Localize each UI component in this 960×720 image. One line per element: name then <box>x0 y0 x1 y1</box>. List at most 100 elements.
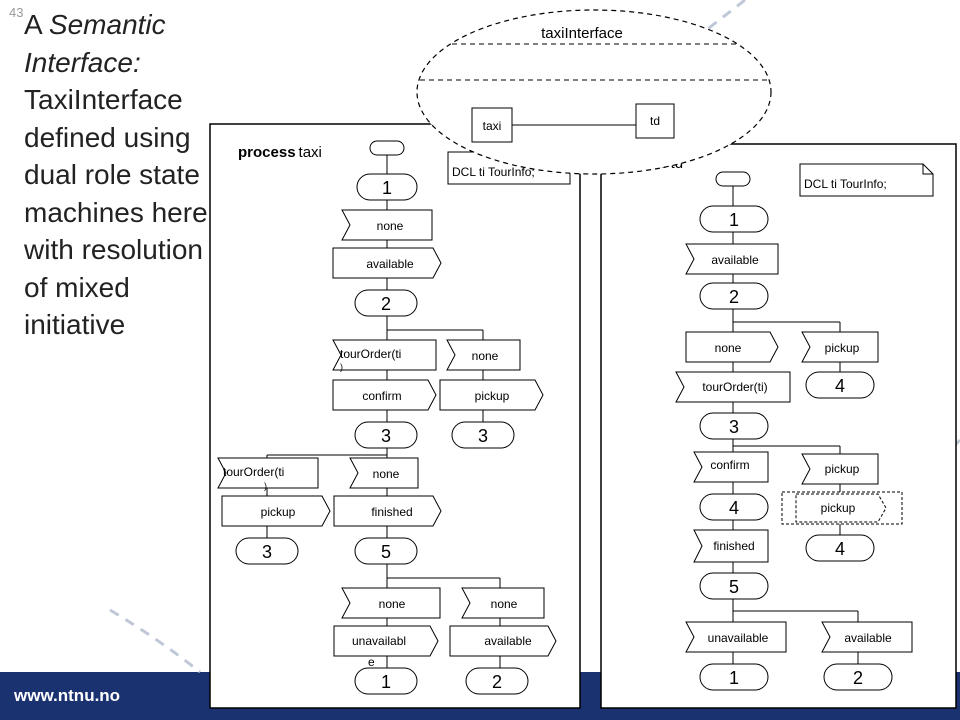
taxi-output-available-2 <box>449 625 557 657</box>
taxi-state-3 <box>354 421 418 449</box>
td-state-5 <box>699 572 769 600</box>
td-state-2 <box>699 282 769 310</box>
taxi-output-available-label: available <box>366 257 414 271</box>
td-nextstate-4b-label: 4 <box>835 539 845 559</box>
taxi-input-tourorder-label-cont: ) <box>340 362 343 372</box>
deco-dash-3 <box>109 608 201 674</box>
taxi-state-5 <box>354 537 418 565</box>
taxi-nextstate-3b-label: 3 <box>262 542 272 562</box>
td-input-unavailable-label: unavailable <box>708 631 769 645</box>
td-input-confirm <box>693 451 769 483</box>
td-input-finished-label: finished <box>713 539 754 553</box>
interface-role-taxi <box>471 107 513 143</box>
interface-title: taxiInterface <box>541 25 623 42</box>
td-nextstate-4-label: 4 <box>835 376 845 396</box>
td-save-pickup-label: pickup <box>821 501 856 515</box>
td-state-4-label: 4 <box>729 498 739 518</box>
td-state-3-label: 3 <box>729 417 739 437</box>
taxi-output-pickup-2 <box>221 495 331 527</box>
td-input-confirm-label: confirm <box>710 458 749 472</box>
taxi-output-pickup-1 <box>439 379 544 411</box>
td-dcl-note <box>799 163 934 197</box>
footer-url: www.ntnu.no <box>14 686 121 705</box>
td-input-unavailable <box>685 621 787 653</box>
taxi-output-confirm-label: confirm <box>362 389 401 403</box>
td-input-none <box>685 331 779 363</box>
td-state-5-label: 5 <box>729 577 739 597</box>
taxi-nextstate-2 <box>465 667 529 695</box>
td-save-pickup <box>795 493 887 523</box>
taxi-input-none-1-label: none <box>377 219 404 233</box>
taxi-nextstate-3-label: 3 <box>478 426 488 446</box>
td-output-available <box>685 243 779 275</box>
taxi-input-none-5-label: none <box>491 597 518 611</box>
taxi-nextstate-1 <box>354 667 418 695</box>
taxi-output-finished-label: finished <box>371 505 412 519</box>
taxi-output-finished <box>333 495 442 527</box>
td-nextstate-2-label: 2 <box>853 668 863 688</box>
taxi-start-symbol <box>369 140 405 156</box>
taxi-output-unavailable <box>333 625 439 657</box>
interface-role-td <box>635 103 675 139</box>
taxi-input-none-5 <box>461 587 545 619</box>
td-state-1-label: 1 <box>729 210 739 230</box>
taxi-input-tourorder-label: tourOrder(ti <box>340 347 401 361</box>
taxi-input-tourorder <box>332 339 437 371</box>
td-dcl-text: DCL ti TourInfo; <box>804 177 887 191</box>
taxi-input-tourorder-2-label-cont: ) <box>264 481 267 491</box>
td-input-none-label: none <box>715 341 742 355</box>
taxi-output-pickup-2-label: pickup <box>261 505 296 519</box>
td-output-available-label: available <box>711 253 759 267</box>
taxi-input-tourorder-2 <box>217 457 319 489</box>
interface-ellipse-group: taxiInterface taxi td <box>416 9 772 175</box>
taxi-process-name: taxi <box>299 144 322 161</box>
td-input-finished <box>693 529 769 563</box>
interface-role-td-label: td <box>650 114 660 128</box>
td-process-frame <box>600 143 957 709</box>
taxi-output-confirm <box>332 379 437 411</box>
td-nextstate-1-label: 1 <box>729 668 739 688</box>
td-output-tourorder-label: tourOrder(ti) <box>702 380 767 394</box>
taxi-output-available <box>332 247 442 279</box>
taxi-output-pickup-1-label: pickup <box>475 389 510 403</box>
td-input-pickup-2-label: pickup <box>825 462 860 476</box>
td-nextstate-4 <box>805 371 875 399</box>
td-input-pickup-1-label: pickup <box>825 341 860 355</box>
taxi-state-2-label: 2 <box>381 294 391 314</box>
taxi-input-none-2-label: none <box>472 349 499 363</box>
taxi-output-unavailable-label: unavailabl <box>352 634 406 648</box>
taxi-state-2 <box>354 289 418 317</box>
td-state-2-label: 2 <box>729 287 739 307</box>
title-italic: Semantic Interface: <box>24 9 166 78</box>
taxi-nextstate-3b <box>235 537 299 565</box>
taxi-output-unavailable-label-cont: e <box>368 655 375 669</box>
taxi-input-none-3-label: none <box>373 467 400 481</box>
td-state-3 <box>699 412 769 440</box>
interface-role-taxi-label: taxi <box>483 119 502 133</box>
td-state-4 <box>699 493 769 521</box>
taxi-state-3-label: 3 <box>381 426 391 446</box>
slide-title: A Semantic Interface: TaxiInterface defi… <box>24 6 214 344</box>
td-input-available-label: available <box>844 631 892 645</box>
taxi-state-1-label: 1 <box>382 178 392 198</box>
td-nextstate-1 <box>699 663 769 691</box>
taxi-nextstate-3 <box>451 421 515 449</box>
taxi-output-available-2-label: available <box>484 634 532 648</box>
td-input-available <box>821 621 913 653</box>
taxi-nextstate-1-label: 1 <box>381 672 391 692</box>
taxi-nextstate-2-label: 2 <box>492 672 502 692</box>
td-state-1 <box>699 205 769 233</box>
taxi-input-none-4-label: none <box>379 597 406 611</box>
td-start-symbol <box>715 171 751 187</box>
taxi-dcl-text: DCL ti TourInfo; <box>452 165 535 179</box>
slide-number: 43 <box>9 5 24 20</box>
taxi-input-none-3 <box>349 457 419 489</box>
taxi-state-5-label: 5 <box>381 542 391 562</box>
title-rest: TaxiInterface defined using dual role st… <box>24 84 208 340</box>
td-nextstate-2 <box>823 663 893 691</box>
deco-dash-1 <box>699 0 746 37</box>
taxi-process-keyword: process <box>238 144 296 161</box>
